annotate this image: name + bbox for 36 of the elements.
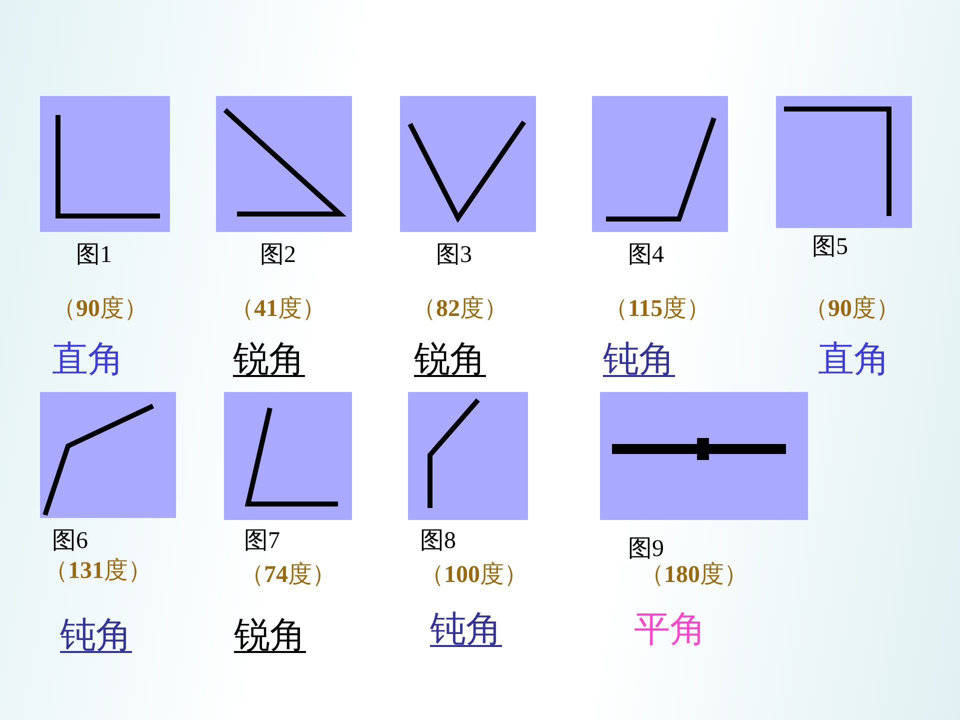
figure-label: 图1 <box>76 242 112 268</box>
angle-type-label: 锐角 <box>414 340 486 380</box>
angle-type-label: 锐角 <box>233 340 305 380</box>
figure-label: 图2 <box>260 242 296 268</box>
angle-type-label: 平角 <box>634 610 706 650</box>
figure-label: 图8 <box>420 528 456 554</box>
angle-figure <box>40 96 170 232</box>
figure-label: 图7 <box>244 528 280 554</box>
degree-label: （90度） <box>52 296 148 322</box>
angle-type-label: 直角 <box>818 340 890 380</box>
figure-label: 图9 <box>628 536 664 562</box>
angle-figure <box>592 96 728 232</box>
angle-type-label: 钝角 <box>430 610 502 650</box>
degree-label: （100度） <box>420 562 528 588</box>
degree-label: （180度） <box>640 562 748 588</box>
angle-figure <box>216 96 352 232</box>
angle-figure <box>224 392 352 520</box>
figure-label: 图5 <box>812 234 848 260</box>
degree-label: （131度） <box>44 558 152 584</box>
angle-type-label: 锐角 <box>234 616 306 656</box>
angle-type-label: 钝角 <box>603 340 675 380</box>
figure-label: 图4 <box>628 242 664 268</box>
angle-figure <box>40 392 176 518</box>
angle-figure <box>400 96 536 232</box>
degree-label: （115度） <box>604 296 711 322</box>
degree-label: （74度） <box>240 562 336 588</box>
angle-type-label: 直角 <box>52 340 124 380</box>
angle-figure <box>408 392 528 520</box>
degree-label: （90度） <box>804 296 900 322</box>
angle-type-label: 钝角 <box>60 616 132 656</box>
figure-label: 图3 <box>436 242 472 268</box>
figure-label: 图6 <box>52 528 88 554</box>
degree-label: （82度） <box>412 296 508 322</box>
degree-label: （41度） <box>230 296 326 322</box>
angle-figure <box>600 392 808 520</box>
angle-figure <box>776 96 912 228</box>
